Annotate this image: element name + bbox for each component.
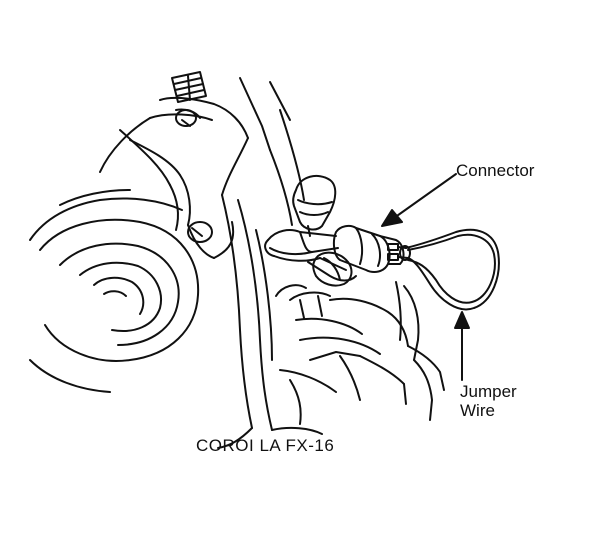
mount-bracket <box>99 77 291 259</box>
rubber-boot <box>292 174 337 237</box>
engine-block-lower <box>217 281 445 449</box>
frame-members <box>221 109 305 431</box>
jumper-wire-label: Jumper Wire <box>460 382 517 420</box>
connector-leader-arrow <box>381 173 457 227</box>
jumper-wire-label-line1: Jumper <box>460 382 517 401</box>
jumper-wire-label-line2: Wire <box>460 401 495 420</box>
pulley-housing <box>29 189 200 393</box>
jumper-leader-arrow <box>454 311 470 381</box>
connector-body <box>332 224 409 273</box>
jumper-wire <box>399 228 500 311</box>
wiring-harness <box>264 229 357 282</box>
bolt-threads <box>171 71 207 103</box>
model-caption: COROI LA FX-16 <box>196 436 335 455</box>
lower-plug <box>312 251 353 287</box>
connector-label: Connector <box>456 161 535 180</box>
